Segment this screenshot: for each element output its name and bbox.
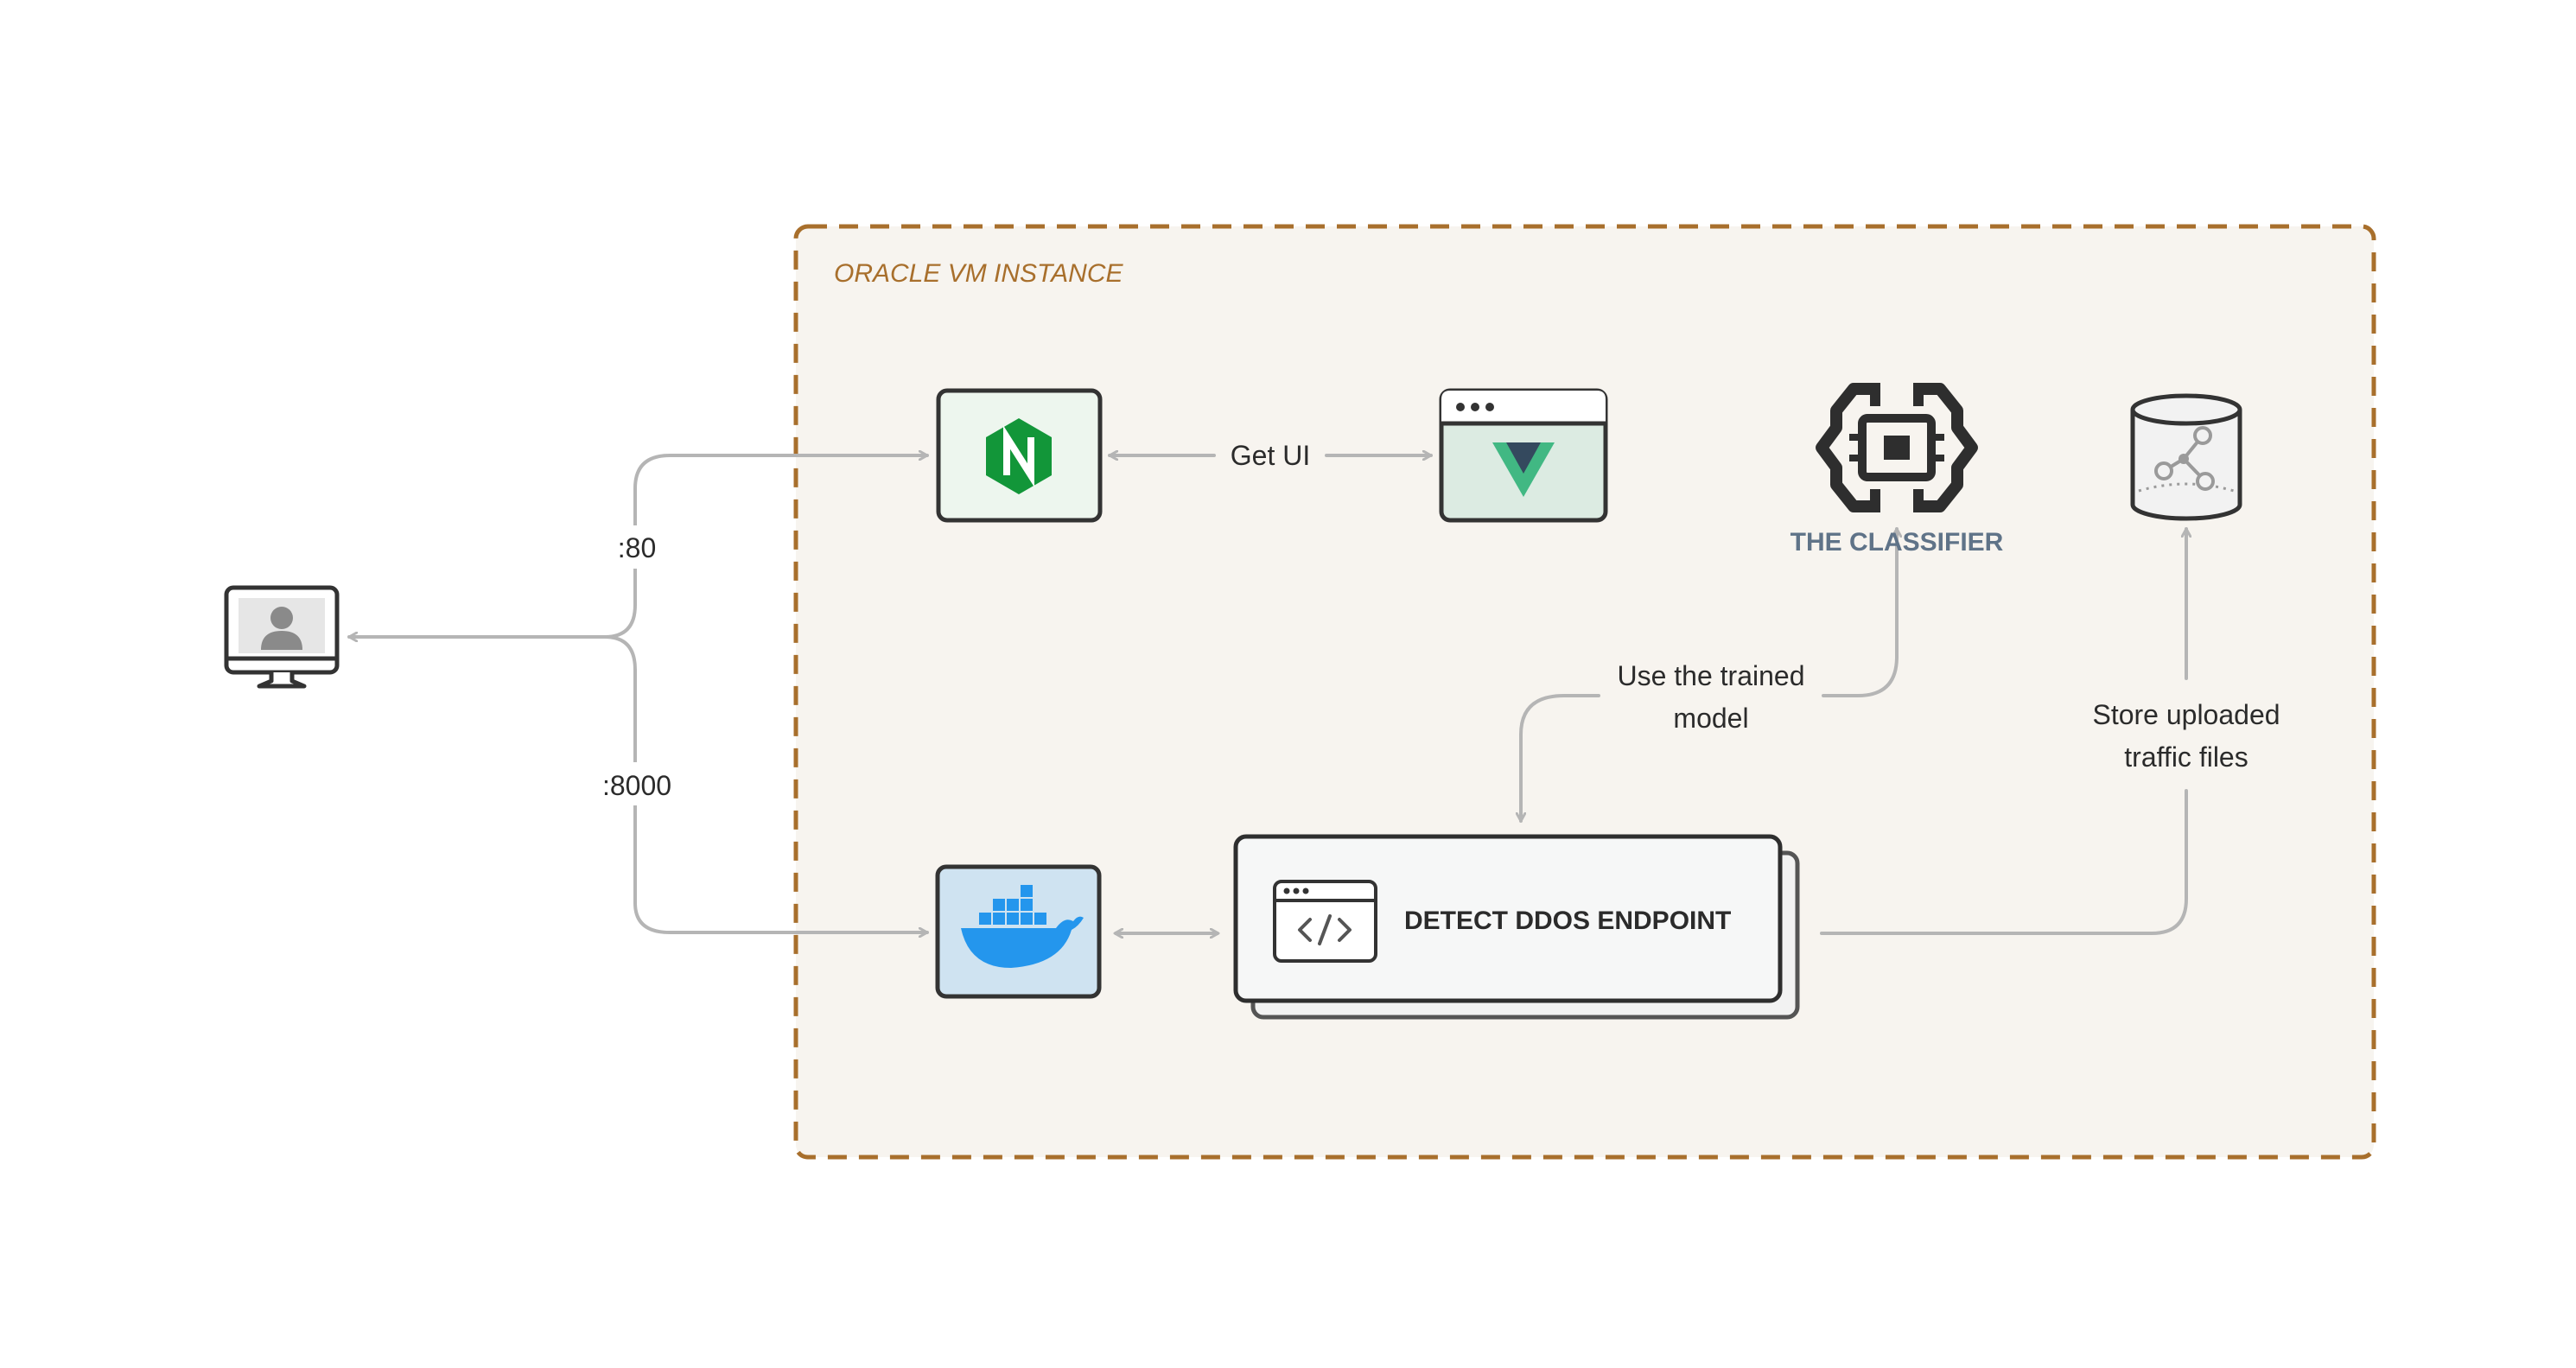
vue-browser-icon[interactable] xyxy=(1439,388,1608,523)
store-files-label-line2: traffic files xyxy=(2124,741,2248,773)
store-files-label-line1: Store uploaded xyxy=(2092,699,2280,730)
classifier-label: THE CLASSIFIER xyxy=(1790,528,2004,557)
docker-icon[interactable] xyxy=(935,864,1102,999)
use-model-edge xyxy=(1521,527,1897,823)
oracle-vm-instance-container: ORACLE VM INSTANCE xyxy=(793,224,2376,1160)
port-80-arrow xyxy=(603,455,929,639)
get-ui-label: Get UI xyxy=(1231,440,1310,471)
use-model-label-line1: Use the trained xyxy=(1617,660,1804,691)
nginx-icon[interactable] xyxy=(936,388,1103,523)
port-8000-arrow xyxy=(603,635,929,932)
brain-chip-icon xyxy=(1816,383,1978,512)
use-model-label-line2: model xyxy=(1673,703,1748,734)
monitor-user-icon xyxy=(224,585,340,689)
endpoint-label: DETECT DDOS ENDPOINT xyxy=(1404,907,1731,935)
code-window-icon xyxy=(1273,880,1377,963)
database-icon[interactable] xyxy=(2130,393,2242,521)
port-80-label: :80 xyxy=(618,532,656,563)
user-edges xyxy=(347,455,929,932)
store-files-edge xyxy=(1820,527,2186,935)
container-title: ORACLE VM INSTANCE xyxy=(834,259,1123,288)
port-8000-label: :8000 xyxy=(602,770,671,801)
detect-ddos-endpoint[interactable]: DETECT DDOS ENDPOINT xyxy=(1233,834,1800,1020)
